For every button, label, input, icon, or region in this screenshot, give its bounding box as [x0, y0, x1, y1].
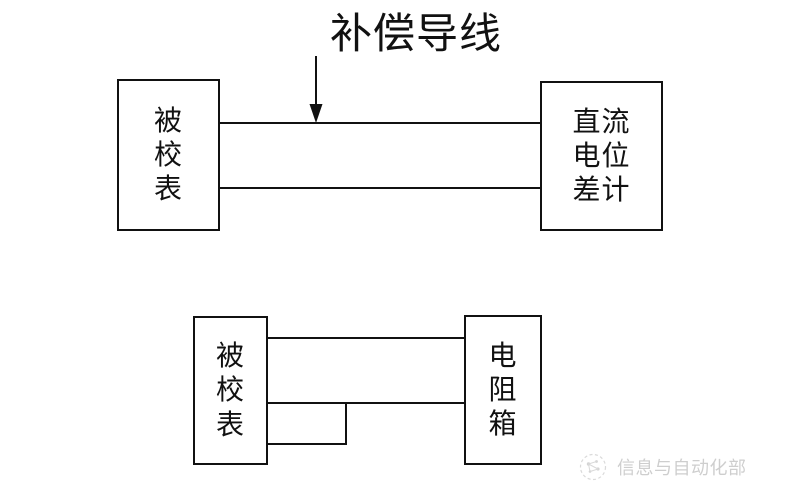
- block-label-line: 电位: [572, 138, 631, 172]
- block-label-line: 差计: [572, 173, 631, 207]
- block-label-char: 电: [488, 338, 518, 372]
- block-label-char: 阻: [488, 372, 518, 406]
- wire-bottom-jumper-bracket: [345, 402, 347, 445]
- wire-bottom-upper: [266, 337, 466, 339]
- wire-bottom-middle: [266, 402, 466, 404]
- block-meter-under-calibration-bottom: 被 校 表: [193, 316, 268, 465]
- block-resistance-box: 电 阻 箱: [464, 315, 542, 465]
- block-label-char: 校: [153, 137, 183, 171]
- block-label-char: 被: [153, 103, 183, 137]
- block-label-char: 表: [215, 407, 245, 441]
- down-arrow-icon: [309, 56, 323, 124]
- block-label-char: 表: [153, 172, 183, 206]
- circle-network-logo-icon: [578, 452, 608, 482]
- block-label-line: 直流: [572, 104, 631, 138]
- wire-bottom-lower: [266, 443, 347, 445]
- wire-top-upper: [218, 122, 542, 124]
- block-label-char: 校: [215, 373, 245, 407]
- watermark: 信息与自动化部: [578, 452, 747, 482]
- block-label-char: 箱: [488, 407, 518, 441]
- block-dc-potentiometer: 直流 电位 差计: [540, 81, 663, 231]
- block-label-char: 被: [215, 339, 245, 373]
- watermark-text: 信息与自动化部: [617, 458, 747, 479]
- block-meter-under-calibration-top: 被 校 表: [117, 79, 220, 231]
- compensation-wire-label: 补偿导线: [330, 9, 503, 58]
- wire-top-lower: [218, 187, 542, 189]
